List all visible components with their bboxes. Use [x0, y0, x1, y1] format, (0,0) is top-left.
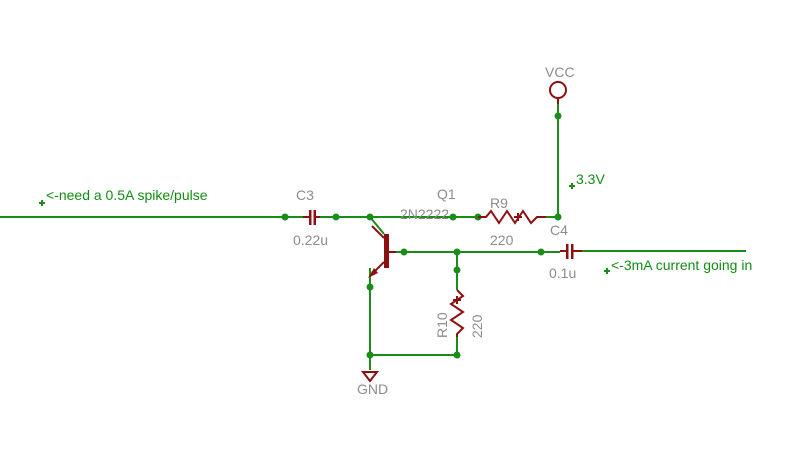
c4-value-label: 0.1u: [549, 265, 576, 281]
c3-value-label: 0.22u: [293, 232, 328, 248]
junction-node: [332, 213, 340, 221]
wires: [0, 100, 746, 370]
junction-node: [554, 112, 562, 120]
c4-name-label: C4: [550, 222, 568, 238]
q1-name-label: Q1: [437, 186, 456, 202]
wire-collector: [369, 216, 385, 235]
junction-node: [453, 248, 461, 256]
junction-node: [554, 213, 562, 221]
junction-node: [366, 283, 374, 291]
input-net-label: <-need a 0.5A spike/pulse: [46, 187, 208, 203]
r9-value-label: 220: [490, 232, 514, 248]
vcc-symbol: [549, 81, 567, 104]
output-net-label: <-3mA current going in: [611, 257, 752, 273]
r10-value-label: 220: [469, 314, 485, 338]
gnd-label: GND: [357, 381, 388, 397]
r10-name-label: R10: [434, 312, 450, 338]
junction-node: [281, 213, 289, 221]
net-label-markers: [39, 183, 610, 274]
junction-node: [366, 351, 374, 359]
c3-name-label: C3: [296, 187, 314, 203]
supply-net-label: 3.3V: [576, 171, 605, 187]
capacitor-c4: [560, 244, 582, 259]
resistor-r9: [478, 209, 546, 225]
junction-node: [453, 351, 461, 359]
vcc-label: VCC: [545, 64, 575, 80]
junction-node: [537, 248, 545, 256]
gnd-symbol: [360, 371, 380, 383]
capacitor-c3: [303, 210, 320, 225]
junction-node: [366, 213, 374, 221]
q1-value-label: 2N2222: [400, 206, 449, 222]
junction-node: [400, 248, 408, 256]
junction-node: [449, 213, 457, 221]
r9-name-label: R9: [490, 195, 508, 211]
transistor-q1: [368, 225, 396, 278]
junction-nodes: [281, 112, 562, 359]
junction-node: [453, 266, 461, 274]
resistor-r10: [449, 289, 465, 337]
